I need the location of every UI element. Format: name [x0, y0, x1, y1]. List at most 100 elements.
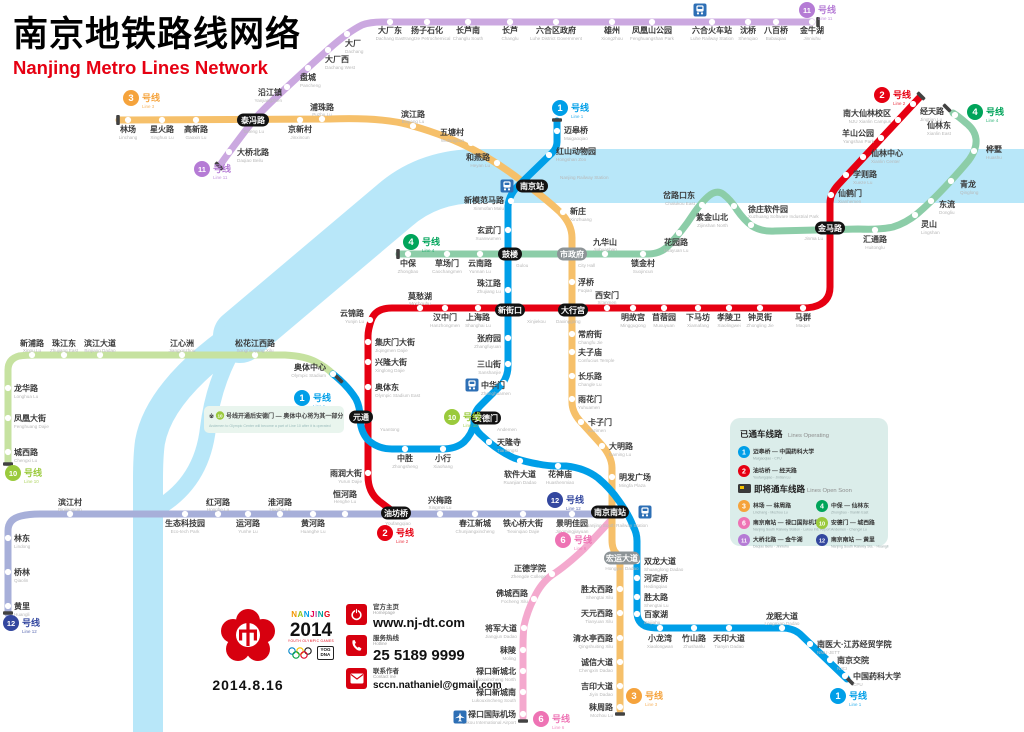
station-badge-label-Xinjiekou: 新街口 — [498, 305, 522, 315]
station-label-en-Chalukou East: Chalukou East — [665, 201, 696, 206]
station-dot-Linchang — [124, 116, 132, 124]
station-label-Heyan Lu: 和燕路 — [466, 152, 491, 162]
station-dot-Binjiangcun — [66, 510, 74, 518]
station-badge-label-Nanjing South Railway Station: 南京南站 — [594, 507, 626, 517]
station-label-Zhonghuamen: 中华门 — [481, 380, 505, 390]
station-badge-en-Andemen: Andemen — [497, 427, 517, 432]
station-label-en-Maqun: Maqun — [796, 323, 810, 328]
phone-icon — [346, 635, 367, 657]
station-label-Lukou International Airport: 禄口国际机场 — [467, 709, 516, 719]
station-dot-Xuzhuang Software Industrial Park — [747, 221, 755, 229]
station-dot-Tianyuan Xilu — [616, 609, 624, 617]
olympic-rings-icon — [288, 647, 313, 659]
svg-text:4: 4 — [972, 107, 978, 118]
station-dot-Focheng Xilu — [530, 595, 538, 603]
svg-text:2: 2 — [879, 90, 884, 101]
station-label-Maigaoqiao: 迈皋桥 — [564, 125, 589, 135]
station-dot-Chunjiangxincheng — [471, 510, 479, 518]
station-label-Longhua Lu: 龙华路 — [13, 383, 39, 393]
legend-line-4: 中保 — 仙林东 — [831, 502, 869, 510]
station-dot-Changle Lu — [568, 372, 576, 380]
station-label-en-Huanghe Lu: Huanghe Lu — [300, 529, 325, 534]
station-label-en-Zhangfuyuan: Zhangfuyuan — [474, 344, 501, 349]
svg-text:Andemen - Chengxi Lu: Andemen - Chengxi Lu — [831, 528, 867, 532]
station-dot-Mochouhu — [416, 304, 424, 312]
station-dot-Hongshan Zoo — [545, 151, 553, 159]
station-dot-Lingshan — [911, 211, 919, 219]
station-label-en-Changle Lu: Changle Lu — [578, 382, 602, 387]
line-1-path-0 — [470, 117, 851, 683]
station-dot-Longhua Lu — [4, 384, 12, 392]
station-label-en-Xiongzhou: Xiongzhou — [601, 36, 623, 41]
station-dot-Jingmingjiayuan — [568, 510, 576, 518]
station-label-en-Heyan Lu: Heyan Lu — [470, 163, 490, 168]
station-label-en-Henghe Lu: Henghe Lu — [334, 499, 357, 504]
legend-line-6: 南京南站 — 禄口国际机场 — [753, 519, 820, 527]
station-label-en-Dachang West: Dachang West — [325, 65, 356, 70]
station-label-en-Zhongsheng: Zhongsheng — [392, 464, 418, 469]
station-label-Dongliu: 东流 — [939, 199, 955, 209]
station-label-en-NJCI: NJCI — [837, 666, 847, 671]
station-dot-Xianlin Center — [859, 153, 867, 161]
station-label-en-Tianlongsi: Tianlongsi — [497, 448, 518, 453]
station-label-en-Xinghuo Lu: Xinghuo Lu — [150, 135, 174, 140]
station-label-Huayuan Lu: 花园路 — [664, 237, 689, 247]
station-badge-Youfangqiao — [381, 506, 411, 520]
station-badge-en-Hongyun Dadao: Hongyun Dadao — [605, 566, 639, 571]
airport-icon — [453, 710, 467, 724]
station-label-Yunhe Lu: 运河路 — [236, 518, 261, 528]
svg-text:1: 1 — [557, 103, 563, 114]
station-label-Huanghe Lu: 黄河路 — [301, 518, 326, 528]
station-label-Xingmei Lu: 兴梅路 — [428, 495, 453, 505]
legend-line-12: 南京南站 — 黄里 — [831, 536, 875, 544]
station-label-Jingtian Lu: 经天路 — [920, 106, 945, 116]
station-badge-Daxinggong — [558, 303, 588, 317]
line-4-path-0 — [395, 109, 980, 258]
station-label-en-Xiamafang: Xiamafang — [687, 323, 709, 328]
svg-text:2: 2 — [742, 468, 746, 475]
station-dot-Xingmei Lu — [436, 510, 444, 518]
legend-line-3: 林场 — 秣周路 — [753, 502, 791, 510]
svg-text:Line 6: Line 6 — [552, 725, 565, 730]
yog-letter: J — [310, 610, 316, 619]
station-dot-Zhonghuamen — [500, 379, 508, 387]
station-badge-Yuantong — [349, 410, 373, 424]
station-badge-Taifeng Lu — [237, 113, 269, 127]
station-dot-Tiexinqiao Dajie — [519, 510, 527, 518]
svg-text:号线: 号线 — [986, 106, 1004, 117]
station-label-en-CPU: CPU — [853, 682, 863, 687]
station-label-Xianhemen: 仙鹤门 — [838, 188, 862, 198]
svg-text:Line 12: Line 12 — [566, 506, 581, 511]
svg-text:Line 11: Line 11 — [818, 16, 833, 21]
station-badge-en-Daxinggong: Daxinggong — [556, 319, 581, 324]
station-label-en-Longhua Lu: Longhua Lu — [14, 394, 39, 399]
station-label-en-Changlu South: Changlu South — [453, 36, 484, 41]
svg-text:Linchang - Mozhou Lu: Linchang - Mozhou Lu — [753, 511, 788, 515]
station-label-en-Babaiqiao: Babaiqiao — [766, 36, 787, 41]
station-label-en-Hanzhongmen: Hanzhongmen — [430, 323, 460, 328]
svg-text:10: 10 — [819, 521, 825, 527]
svg-text:1: 1 — [742, 449, 746, 456]
station-label-Zhujiang Lu: 珠江路 — [477, 278, 502, 288]
station-label-en-Jiqingmen Dajie: Jiqingmen Dajie — [375, 348, 408, 353]
station-dot-Qinglong — [947, 177, 955, 185]
line-10-path-0 — [4, 351, 337, 467]
station-dot-Yunnan Lu — [476, 250, 484, 258]
station-label-en-NMU·JETT: NMU·JETT — [817, 650, 840, 655]
station-label-en-Dachang East: Dachang East — [376, 36, 406, 41]
station-label-Wutangcun: 五塘村 — [440, 127, 464, 137]
yog-year: 2014 — [289, 620, 333, 641]
station-badge-label-City Hall: 市政府 — [560, 249, 584, 259]
station-label-en-Jinxincun: Jinxincun — [290, 135, 310, 140]
station-label-Binjiang Lu: 滨江路 — [401, 109, 426, 119]
station-dot-Fenghuang Dajie — [4, 414, 12, 422]
contact-homepage: 官方主页 Homepage www.nj-dt.com — [346, 604, 530, 631]
station-dot-Yangtze Petrochemical — [423, 18, 431, 26]
station-label-Jiqingmen Dajie: 集庆门大街 — [374, 337, 415, 347]
station-label-en-Xiaolingwei: Xiaolingwei — [717, 323, 740, 328]
svg-text:Youfangqiao - Jintian Lu: Youfangqiao - Jintian Lu — [753, 476, 790, 480]
station-dot-Caochangmen — [443, 250, 451, 258]
